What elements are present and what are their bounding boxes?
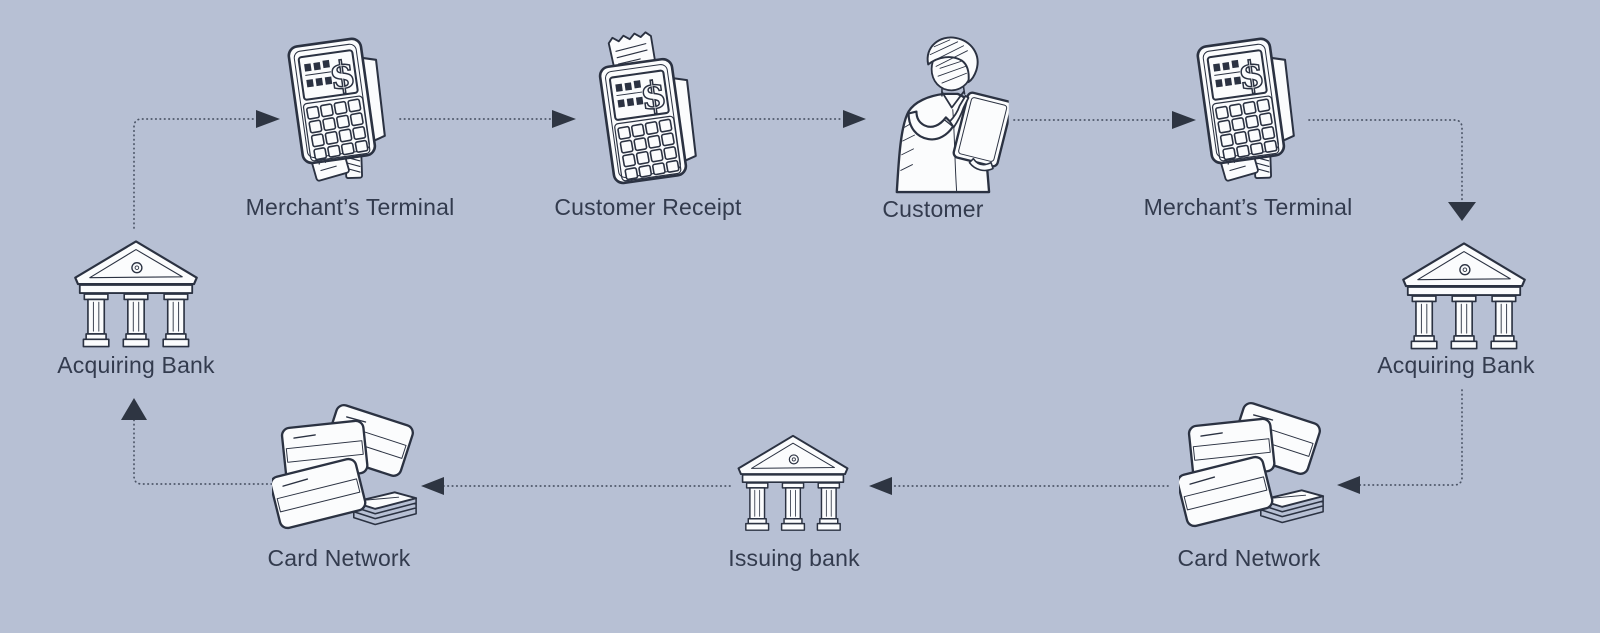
edge-card-network-right-to-issuing-bank — [869, 477, 1169, 495]
edge-issuing-bank-to-card-network-left — [421, 477, 731, 495]
edge-merchant-terminal-1-to-customer-receipt — [399, 110, 576, 128]
node-label: Acquiring Bank — [57, 352, 215, 378]
bank-icon — [732, 432, 854, 534]
edge-customer-to-merchant-terminal-2 — [1013, 111, 1196, 129]
edge-acquiring-bank-right-to-card-network-right — [1337, 389, 1463, 494]
node-label: Merchant’s Terminal — [1143, 194, 1353, 220]
bank-icon — [1396, 240, 1532, 352]
edge-customer-receipt-to-customer — [715, 110, 866, 128]
node-label: Card Network — [1177, 545, 1321, 571]
node-label: Issuing bank — [728, 545, 860, 571]
edge-card-network-left-to-acquiring-bank-left — [121, 398, 277, 485]
payment-terminal-icon — [274, 29, 406, 195]
receipt-terminal-icon — [578, 23, 717, 198]
node-label: Acquiring Bank — [1377, 352, 1535, 378]
payment-terminal-icon — [1183, 29, 1315, 195]
credit-cards-icon — [1179, 396, 1327, 534]
node-label: Customer — [882, 196, 984, 222]
credit-cards-icon — [272, 398, 420, 536]
node-label: Card Network — [267, 545, 411, 571]
bank-icon — [68, 238, 204, 350]
node-label: Customer Receipt — [554, 194, 742, 220]
customer-icon — [870, 33, 1010, 195]
node-label: Merchant’s Terminal — [245, 194, 455, 220]
